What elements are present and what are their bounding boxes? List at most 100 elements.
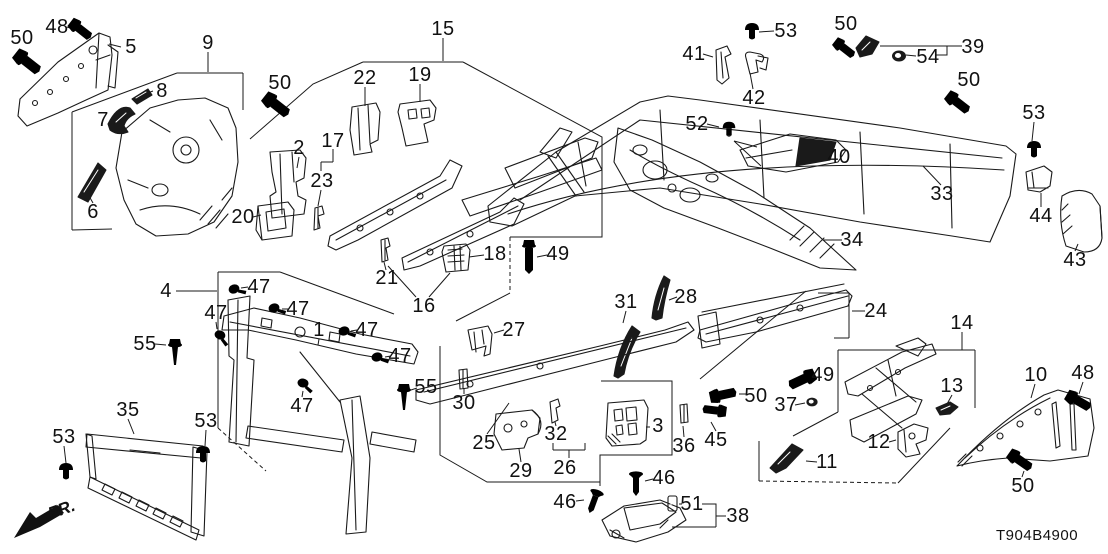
part-callout-24-35: 24 <box>864 300 888 322</box>
part-callout-6-6: 6 <box>87 201 99 223</box>
part-callout-27-50: 27 <box>502 319 526 341</box>
part-callout-46-68: 46 <box>553 491 577 513</box>
part-callout-23-13: 23 <box>310 170 334 192</box>
part-callout-41-19: 41 <box>682 43 706 65</box>
part-callout-20-14: 20 <box>231 206 255 228</box>
part-callout-49-60: 49 <box>811 364 835 386</box>
part-callout-9-3: 9 <box>202 32 214 54</box>
part-callout-44-30: 44 <box>1029 205 1053 227</box>
clip-icon-51 <box>667 495 678 512</box>
part-art-9-wheelhouse <box>115 97 239 237</box>
part-callout-26-55: 26 <box>553 457 577 479</box>
part-callout-37-61: 37 <box>774 394 798 416</box>
part-callout-22-8: 22 <box>353 67 377 89</box>
part-art-11 <box>769 443 804 474</box>
part-callout-16-16: 16 <box>412 295 436 317</box>
part-callout-28-34: 28 <box>674 286 698 308</box>
part-callout-47-42: 47 <box>355 319 379 341</box>
part-callout-11-64: 11 <box>816 451 838 473</box>
part-callout-53-21: 53 <box>774 20 798 42</box>
part-callout-43-31: 43 <box>1063 249 1087 271</box>
part-callout-4-37: 4 <box>160 280 172 302</box>
part-art-41 <box>715 45 732 85</box>
part-art-42 <box>744 51 769 75</box>
part-callout-47-39: 47 <box>204 302 228 324</box>
diagram-code: T904B4900 <box>996 527 1079 544</box>
part-callout-39-24: 39 <box>961 36 985 58</box>
part-callout-50-0: 50 <box>10 27 34 49</box>
part-callout-8-4: 8 <box>156 80 168 102</box>
part-callout-1-41: 1 <box>313 319 325 341</box>
part-callout-55-46: 55 <box>414 376 438 398</box>
part-art-43 <box>1060 189 1103 253</box>
part-art-16-rail-upper <box>327 159 463 251</box>
part-callout-52-26: 52 <box>685 113 709 135</box>
part-callout-5-2: 5 <box>125 36 137 58</box>
part-callout-25-52: 25 <box>472 432 496 454</box>
part-callout-38-70: 38 <box>726 505 750 527</box>
part-art-32 <box>549 398 561 424</box>
part-art-29 <box>493 409 542 451</box>
part-art-8 <box>131 88 153 105</box>
part-callout-18-17: 18 <box>483 243 507 265</box>
part-art-20 <box>255 201 295 241</box>
part-art-30 <box>458 368 469 390</box>
part-art-3 <box>605 399 649 447</box>
part-art-7 <box>107 106 136 135</box>
part-callout-40-27: 40 <box>827 146 851 168</box>
part-art-22 <box>349 102 381 156</box>
part-art-38-bracket <box>601 499 687 543</box>
part-art-18 <box>441 243 471 273</box>
part-callout-47-40: 47 <box>286 298 310 320</box>
part-callout-53-48: 53 <box>52 426 76 448</box>
part-art-19 <box>397 99 437 147</box>
fastener-icons <box>10 16 1094 516</box>
part-callout-47-45: 47 <box>290 395 314 417</box>
part-callout-30-51: 30 <box>452 392 476 414</box>
part-art-12 <box>897 423 929 458</box>
part-callout-15-10: 15 <box>431 18 455 40</box>
part-art-2 <box>269 149 307 219</box>
part-art-24-rail <box>697 283 853 349</box>
part-callout-17-12: 17 <box>321 130 345 152</box>
part-callout-12-63: 12 <box>867 431 891 453</box>
part-art-40 <box>739 133 847 173</box>
part-art-27 <box>467 325 493 357</box>
part-callout-7-5: 7 <box>97 109 109 131</box>
part-callout-36-57: 36 <box>672 435 696 457</box>
part-callout-47-43: 47 <box>388 345 412 367</box>
part-callout-51-69: 51 <box>680 493 704 515</box>
part-callout-29-53: 29 <box>509 460 533 482</box>
part-callout-14-36: 14 <box>950 312 974 334</box>
part-callout-53-29: 53 <box>1022 102 1046 124</box>
part-art-28 <box>651 275 671 321</box>
part-art-23 <box>313 205 325 231</box>
part-art-36 <box>679 403 689 424</box>
part-callout-45-58: 45 <box>704 429 728 451</box>
part-callout-10-65: 10 <box>1024 364 1048 386</box>
part-callout-35-47: 35 <box>116 399 140 421</box>
part-callout-49-18: 49 <box>546 243 570 265</box>
part-art-44 <box>1025 165 1053 193</box>
part-art-14-bracket-assembly <box>844 337 937 443</box>
part-art-35-front-bulkhead <box>85 433 208 541</box>
fr-direction-indicator: FR. <box>8 494 108 550</box>
part-callout-50-22: 50 <box>834 13 858 35</box>
part-callout-50-59: 50 <box>744 385 768 407</box>
part-callout-19-9: 19 <box>408 64 432 86</box>
fr-arrow-icon <box>14 505 64 538</box>
part-callout-50-7: 50 <box>268 72 292 94</box>
part-art-5 <box>17 32 119 127</box>
part-callout-50-25: 50 <box>957 69 981 91</box>
part-art-4-stays <box>227 295 417 535</box>
part-callout-50-71: 50 <box>1011 475 1035 497</box>
part-callout-53-49: 53 <box>194 410 218 432</box>
part-callout-48-1: 48 <box>45 16 69 38</box>
part-art-21 <box>380 237 391 263</box>
group-frames <box>71 38 976 528</box>
part-callout-47-38: 47 <box>247 276 271 298</box>
part-art-16-rail-lower <box>401 197 525 271</box>
